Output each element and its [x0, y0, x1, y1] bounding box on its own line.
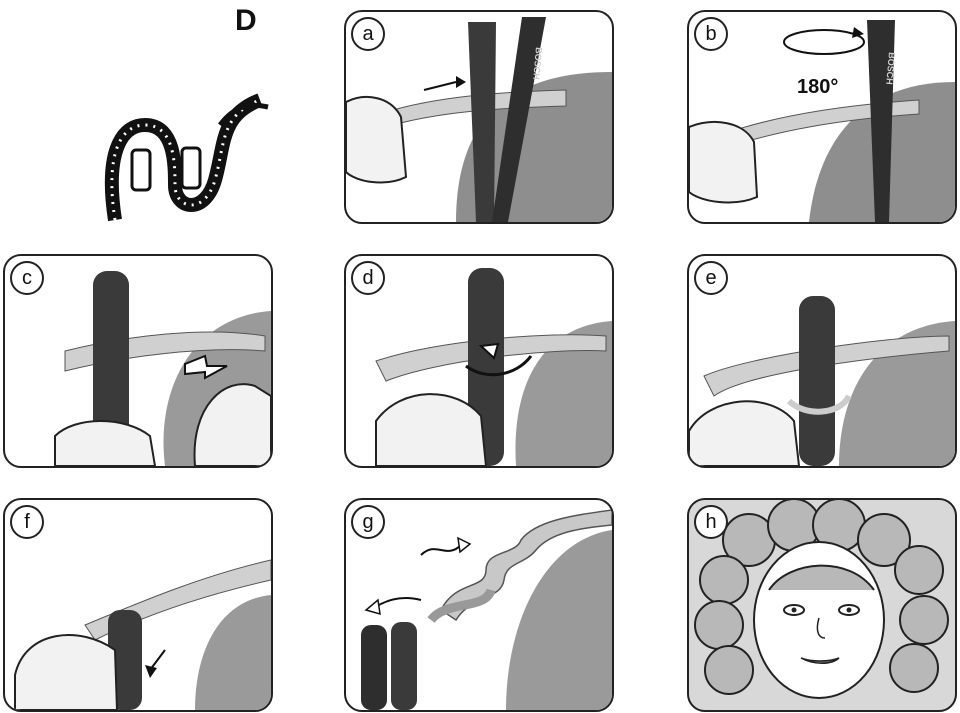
step-b-rotate-arrow-icon [783, 29, 865, 55]
step-h-badge: h [694, 505, 728, 539]
step-d-panel: d [344, 254, 614, 468]
step-a-badge: a [351, 17, 385, 51]
step-a-panel: a BOSCH [344, 10, 614, 224]
step-f-illustration [14, 559, 271, 710]
step-g-illustration [361, 509, 612, 710]
step-d-illustration [375, 268, 612, 466]
step-h-panel: h [687, 498, 957, 712]
step-c-panel: c [3, 254, 273, 468]
step-g-arrow-up-icon [420, 544, 462, 556]
step-e-panel: e [687, 254, 957, 468]
step-c-illustration [54, 271, 271, 466]
section-label: D [235, 4, 257, 37]
step-g-panel: g [344, 498, 614, 712]
step-b-illustration: BOSCH [689, 20, 955, 222]
step-a-brand: BOSCH [531, 47, 544, 80]
step-g-badge: g [351, 505, 385, 539]
step-f-badge: f [10, 505, 44, 539]
step-h-illustration [694, 500, 949, 699]
step-b-brand: BOSCH [884, 52, 897, 85]
step-b-panel: b 180° BOSCH [687, 10, 957, 224]
step-g-arrow-left-icon [373, 597, 422, 609]
step-d-badge: d [351, 261, 385, 295]
step-a-illustration: BOSCH [346, 17, 612, 222]
step-e-badge: e [694, 261, 728, 295]
step-c-badge: c [10, 261, 44, 295]
step-f-panel: f [3, 498, 273, 712]
step-d-wrap-arrow-icon [465, 355, 533, 377]
step-b-badge: b [694, 17, 728, 51]
step-a-arrow-icon [423, 81, 457, 91]
step-f-arrow-icon [149, 649, 166, 671]
step-a-hand [346, 96, 408, 184]
step-c-arrow-icon [184, 354, 228, 380]
step-e-illustration [689, 296, 955, 466]
curl-overview-illustration [104, 93, 269, 222]
step-b-rotation-label: 180° [797, 76, 839, 98]
